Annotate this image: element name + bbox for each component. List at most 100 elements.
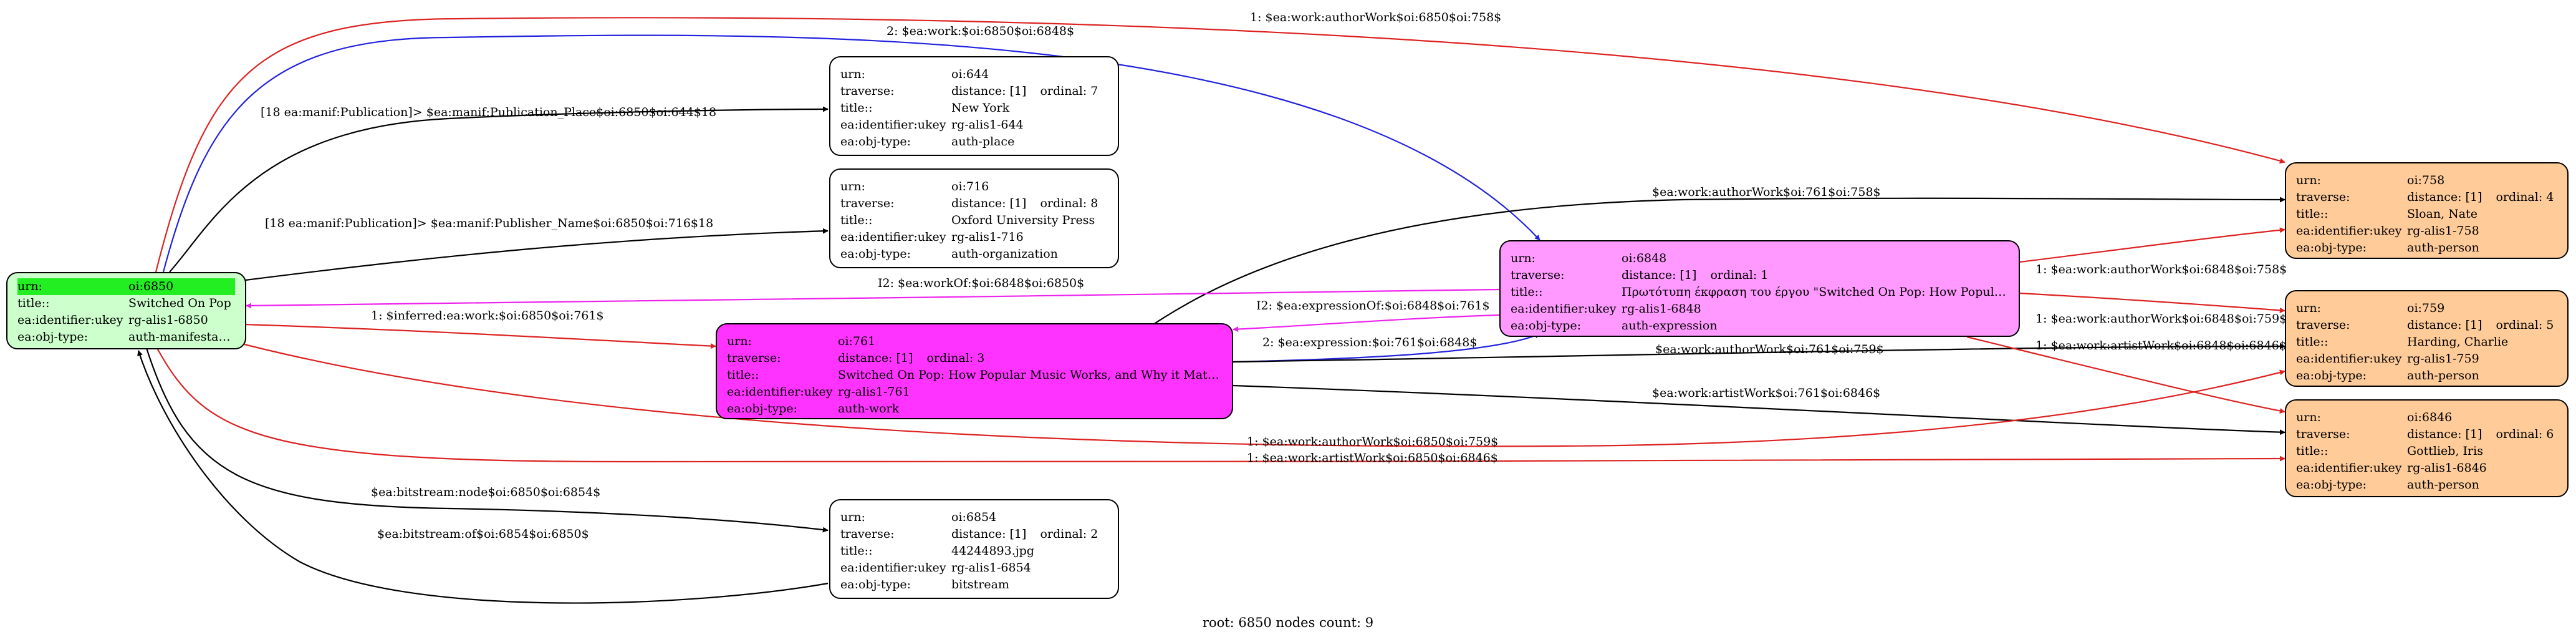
traverse-value: distance: [1] bbox=[951, 527, 1027, 541]
ordinal-value: ordinal: 6 bbox=[2496, 427, 2554, 441]
edge-label: $ea:work:authorWork$oi:761$oi:758$ bbox=[1652, 185, 1881, 199]
urn-value: oi:761 bbox=[838, 334, 876, 348]
field-label: title:: bbox=[840, 544, 873, 558]
title-value: Gottlieb, Iris bbox=[2407, 444, 2483, 458]
ordinal-value: ordinal: 8 bbox=[1040, 197, 1098, 210]
edge-label: 1: $inferred:ea:work:$oi:6850$oi:761$ bbox=[371, 309, 604, 323]
ukey-value: rg-alis1-6854 bbox=[951, 561, 1031, 575]
field-label: traverse: bbox=[2296, 318, 2350, 332]
edge-6848-759-author bbox=[2019, 292, 2285, 313]
ukey-value: rg-alis1-761 bbox=[838, 385, 910, 399]
traverse-value: distance: [1] bbox=[951, 197, 1027, 210]
node-oi-6850[interactable]: urn:oi:6850 title::Switched On Pop ea:id… bbox=[6, 272, 246, 349]
field-label: traverse: bbox=[840, 84, 895, 98]
field-label: ea:obj-type: bbox=[1511, 319, 1582, 333]
ukey-value: rg-alis1-759 bbox=[2407, 352, 2479, 366]
field-label: ea:identifier:ukey bbox=[1511, 302, 1617, 316]
ordinal-value: ordinal: 4 bbox=[2496, 190, 2554, 204]
field-label: urn: bbox=[2296, 411, 2321, 424]
node-oi-6854[interactable]: urn: oi:6854 traverse: distance: [1] ordina… bbox=[829, 499, 1119, 599]
edge-6850-758-author bbox=[155, 17, 2285, 273]
field-label: traverse: bbox=[2296, 427, 2350, 441]
urn-value: oi:759 bbox=[2407, 301, 2445, 315]
field-label: title:: bbox=[727, 368, 759, 382]
edge-6848-758-author bbox=[2019, 227, 2285, 263]
traverse-value: distance: [1] bbox=[1622, 268, 1697, 282]
ukey-value: rg-alis1-6848 bbox=[1622, 302, 1701, 316]
field-label: title:: bbox=[1511, 285, 1543, 299]
field-label: ea:obj-type: bbox=[840, 578, 911, 591]
field-label: urn: bbox=[840, 67, 865, 81]
traverse-value: distance: [1] bbox=[951, 84, 1027, 98]
edge-label: 1: $ea:work:artistWork$oi:6848$oi:6846$ bbox=[2035, 339, 2287, 353]
field-label: traverse: bbox=[1511, 268, 1565, 282]
node-oi-6848[interactable]: urn:oi:6848 traverse:distance: [1]ordina… bbox=[1499, 240, 2020, 337]
field-label: traverse: bbox=[840, 527, 895, 541]
node-oi-716[interactable]: urn:oi:716 traverse:distance: [1]ordinal… bbox=[829, 168, 1119, 268]
edge-label: 2: $ea:expression:$oi:761$oi:6848$ bbox=[1262, 336, 1477, 349]
title-value: 44244893.jpg bbox=[951, 544, 1034, 558]
edge-label: 1: $ea:work:authorWork$oi:6848$oi:759$ bbox=[2035, 312, 2287, 326]
ordinal-value: ordinal: 2 bbox=[1040, 527, 1098, 541]
objtype-value: auth-expression bbox=[1622, 319, 1718, 333]
edge-label: I2: $ea:expressionOf:$oi:6848$oi:761$ bbox=[1256, 299, 1490, 313]
node-oi-759[interactable]: urn:oi:759 traverse:distance: [1]ordinal… bbox=[2285, 290, 2569, 387]
edge-6848-6846-artist bbox=[1966, 336, 2285, 414]
graph-footer: root: 6850 nodes count: 9 bbox=[1202, 615, 1374, 630]
field-label: title:: bbox=[2296, 335, 2328, 349]
edge-label: 1: $ea:work:authorWork$oi:6850$oi:759$ bbox=[1247, 435, 1498, 449]
edge-6850-761-inferred bbox=[244, 323, 716, 349]
field-label: ea:identifier:ukey bbox=[840, 118, 946, 132]
ukey-value: rg-alis1-716 bbox=[951, 230, 1024, 244]
edge-6854-6850-bitstreamof bbox=[137, 350, 829, 604]
field-label: title:: bbox=[840, 213, 873, 227]
ordinal-value: ordinal: 3 bbox=[926, 351, 985, 365]
urn-value: oi:6854 bbox=[951, 510, 997, 524]
field-label: traverse: bbox=[727, 351, 781, 365]
field-label: urn: bbox=[2296, 173, 2321, 187]
ukey-value: rg-alis1-758 bbox=[2407, 224, 2479, 238]
field-label: ea:identifier:ukey bbox=[840, 230, 946, 244]
edge-label: 2: $ea:work:$oi:6850$oi:6848$ bbox=[887, 24, 1074, 38]
objtype-value: auth-person bbox=[2407, 369, 2479, 382]
traverse-value: distance: [1] bbox=[2407, 427, 2482, 441]
field-label: ea:identifier:ukey bbox=[17, 313, 123, 327]
node-oi-644[interactable]: urn:oi:644 traverse:distance: [1]ordinal… bbox=[829, 56, 1119, 156]
edge-label: [18 ea:manif:Publication]> $ea:manif:Pub… bbox=[265, 216, 713, 230]
objtype-value: auth-place bbox=[951, 135, 1015, 148]
edge-label: $ea:work:authorWork$oi:761$oi:759$ bbox=[1655, 343, 1884, 356]
edge-label: [18 ea:manif:Publication]> $ea:manif:Pub… bbox=[261, 105, 716, 119]
field-label: ea:obj-type: bbox=[2296, 241, 2367, 255]
field-label: ea:obj-type: bbox=[2296, 478, 2367, 492]
urn-value: oi:716 bbox=[951, 180, 989, 193]
field-label: traverse: bbox=[2296, 190, 2350, 204]
node-oi-758[interactable]: urn:oi:758 traverse:distance: [1]ordinal… bbox=[2285, 162, 2569, 259]
edge-6850-759-author bbox=[244, 343, 2285, 447]
objtype-value: auth-person bbox=[2407, 478, 2479, 492]
objtype-value: auth-manifestation bbox=[128, 330, 235, 344]
ukey-value: rg-alis1-644 bbox=[951, 118, 1024, 132]
ordinal-value: ordinal: 1 bbox=[1710, 268, 1769, 282]
edge-6848-761-expressionof bbox=[1233, 314, 1500, 333]
title-value: Πρωτότυπη έκφραση του έργου "Switched On… bbox=[1622, 285, 2009, 299]
field-label: ea:identifier:ukey bbox=[2296, 352, 2402, 366]
field-label: urn: bbox=[17, 280, 42, 293]
edge-6850-6846-artist bbox=[156, 348, 2285, 463]
field-label: urn: bbox=[727, 334, 752, 348]
field-label: title:: bbox=[2296, 444, 2328, 458]
urn-value: oi:758 bbox=[2407, 173, 2445, 187]
edge-label: $ea:bitstream:of$oi:6854$oi:6850$ bbox=[377, 527, 589, 541]
node-oi-6846[interactable]: urn:oi:6846 traverse:distance: [1]ordina… bbox=[2285, 399, 2569, 497]
field-label: title:: bbox=[840, 101, 873, 115]
field-label: title:: bbox=[2296, 207, 2328, 221]
edge-6850-6854-bitstream bbox=[145, 348, 829, 533]
traverse-value: distance: [1] bbox=[838, 351, 913, 365]
title-value: New York bbox=[951, 101, 1010, 115]
edge-label: 1: $ea:work:authorWork$oi:6850$oi:758$ bbox=[1250, 11, 1501, 24]
field-label: ea:identifier:ukey bbox=[2296, 461, 2402, 475]
ukey-value: rg-alis1-6846 bbox=[2407, 461, 2487, 475]
node-oi-761[interactable]: urn: oi:761 traverse: distance: [1] ordinal… bbox=[716, 323, 1233, 419]
field-label: urn: bbox=[840, 510, 865, 524]
urn-value: oi:6848 bbox=[1622, 251, 1667, 265]
